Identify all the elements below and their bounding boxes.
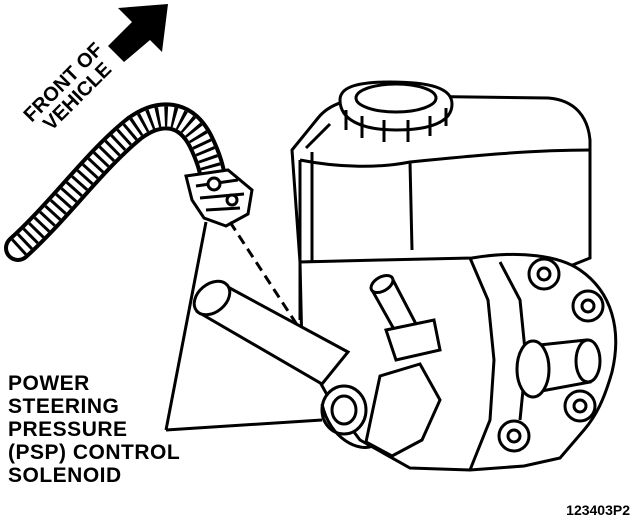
callout-line-4: (PSP) CONTROL — [8, 441, 181, 464]
wiring-harness — [4, 102, 228, 262]
figure-id: 123403P2 — [566, 502, 630, 518]
callout-line-3: PRESSURE — [8, 418, 128, 441]
callout-line-1: POWER — [8, 372, 90, 395]
psp-solenoid — [320, 362, 442, 458]
front-arrow-icon — [108, 4, 168, 62]
pump-shaft — [515, 338, 602, 399]
callout-line-5: SOLENOID — [8, 464, 122, 487]
pressure-fitting — [369, 273, 442, 362]
psp-solenoid-callout: POWER STEERING PRESSURE (PSP) CONTROL SO… — [8, 372, 180, 487]
harness-connector — [184, 168, 254, 228]
callout-line-2: STEERING — [8, 395, 120, 418]
reservoir-cap — [338, 80, 454, 142]
mounting-bolts — [497, 257, 605, 453]
return-hose — [192, 279, 351, 386]
reservoir — [290, 94, 592, 320]
